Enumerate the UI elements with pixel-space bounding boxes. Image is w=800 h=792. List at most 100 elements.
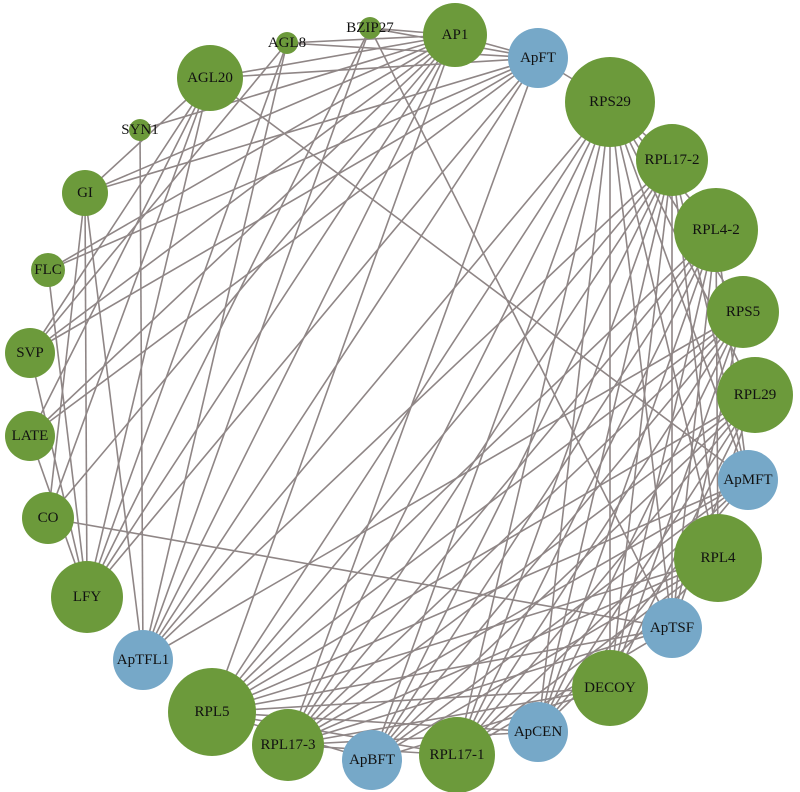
node-circle-ApCEN [508, 702, 568, 762]
edge-RPL29-RPL5 [211, 394, 756, 713]
node-label-DECOY: DECOY [584, 680, 636, 696]
node-circle-ApTSF [642, 598, 702, 658]
node-CO: CO [22, 492, 74, 544]
node-circle-SYN1 [129, 119, 151, 141]
node-label-RPL17-1: RPL17-1 [429, 747, 484, 763]
node-ApBFT: ApBFT [342, 730, 402, 790]
node-label-CO: CO [38, 510, 59, 526]
node-ApCEN: ApCEN [508, 702, 568, 762]
node-RPL4-2: RPL4-2 [674, 188, 758, 272]
edge-AGL8-ApTFL1 [142, 42, 288, 661]
node-label-RPL29: RPL29 [734, 387, 777, 403]
edge-RPL17-2-ApTFL1 [142, 159, 673, 661]
edge-RPS29-RPL4 [609, 101, 719, 559]
edge-RPL17-2-RPL17-3 [287, 159, 673, 746]
edge-RPS5-RPL5 [211, 311, 744, 713]
node-circle-DECOY [572, 650, 648, 726]
node-AGL8: AGL8 [268, 32, 306, 54]
node-circle-RPL29 [717, 357, 793, 433]
edge-ApMFT-ApBFT [371, 479, 749, 761]
node-label-ApFT: ApFT [520, 50, 556, 66]
edge-ApTSF-RPL5 [211, 627, 673, 713]
node-ApTSF: ApTSF [642, 598, 702, 658]
edge-ApTSF-RPL17-3 [287, 627, 673, 746]
edge-RPS29-RPL17-3 [287, 101, 611, 746]
node-label-RPL17-2: RPL17-2 [644, 152, 699, 168]
node-label-RPL5: RPL5 [194, 704, 229, 720]
node-ApFT: ApFT [508, 28, 568, 88]
node-AP1: AP1 [423, 3, 487, 67]
node-circle-AGL8 [276, 32, 298, 54]
node-circle-ApFT [508, 28, 568, 88]
edge-ApFT-GI [84, 57, 539, 194]
edge-AP1-FLC [47, 34, 456, 271]
edge-RPL4-RPL17-1 [456, 557, 719, 756]
node-label-AGL8: AGL8 [268, 35, 306, 51]
node-BZIP27: BZIP27 [346, 17, 394, 39]
node-ApMFT: ApMFT [718, 450, 778, 510]
edge-RPL17-2-ApCEN [537, 159, 673, 733]
node-label-RPS5: RPS5 [726, 304, 760, 320]
edge-DECOY-RPL5 [211, 687, 611, 713]
edge-AGL20-CO [47, 77, 211, 519]
node-label-SYN1: SYN1 [121, 122, 159, 138]
node-label-ApTFL1: ApTFL1 [117, 652, 170, 668]
edge-ApFT-AGL8 [286, 42, 539, 59]
node-circle-GI [62, 170, 108, 216]
edge-RPL29-RPL17-3 [287, 394, 756, 746]
node-label-ApMFT: ApMFT [723, 472, 772, 488]
node-circle-SVP [5, 328, 55, 378]
node-circle-RPS29 [565, 57, 655, 147]
edge-ApFT-FLC [47, 57, 539, 271]
node-circle-CO [22, 492, 74, 544]
node-label-ApCEN: ApCEN [514, 724, 563, 740]
node-circle-LFY [51, 561, 123, 633]
edge-AP1-AGL20 [209, 34, 456, 79]
node-LATE: LATE [5, 411, 55, 461]
edge-RPL4-ApBFT [371, 557, 719, 761]
node-ApTFL1: ApTFL1 [113, 630, 173, 690]
edge-RPS29-RPL17-1 [456, 101, 611, 756]
node-label-BZIP27: BZIP27 [346, 20, 394, 36]
edge-ApFT-ApTFL1 [142, 57, 539, 661]
edge-RPS5-RPL17-1 [456, 311, 744, 756]
node-RPL29: RPL29 [717, 357, 793, 433]
edge-BZIP27-ApTSF [369, 27, 673, 629]
node-label-SVP: SVP [16, 345, 44, 361]
node-label-RPL4: RPL4 [700, 550, 736, 566]
node-SYN1: SYN1 [121, 119, 159, 141]
edge-RPL4-2-ApCEN [537, 229, 717, 733]
edge-ApFT-LFY [86, 57, 539, 598]
node-circle-ApBFT [342, 730, 402, 790]
edge-RPL4-2-RPL5 [211, 229, 717, 713]
edge-SVP-LFY [29, 352, 88, 598]
node-RPL5: RPL5 [168, 668, 256, 756]
node-RPL17-1: RPL17-1 [419, 717, 495, 792]
edge-RPS5-ApCEN [537, 311, 744, 733]
node-GI: GI [62, 170, 108, 216]
node-circle-AP1 [423, 3, 487, 67]
node-label-LATE: LATE [12, 428, 49, 444]
edge-RPS29-ApBFT [371, 101, 611, 761]
node-label-LFY: LFY [73, 589, 102, 605]
edge-BZIP27-ApTFL1 [142, 27, 371, 661]
edge-RPS5-ApTFL1 [142, 311, 744, 661]
edge-FLC-LFY [47, 269, 88, 598]
node-label-AP1: AP1 [442, 27, 469, 43]
node-label-AGL20: AGL20 [187, 70, 233, 86]
node-label-FLC: FLC [34, 262, 62, 278]
node-RPL17-3: RPL17-3 [252, 709, 324, 781]
node-RPS29: RPS29 [565, 57, 655, 147]
edge-layer [29, 27, 756, 761]
edge-ApCEN-RPL17-3 [287, 731, 539, 746]
node-AGL20: AGL20 [177, 45, 243, 111]
node-circle-LATE [5, 411, 55, 461]
edge-ApMFT-RPL5 [211, 479, 749, 713]
node-label-ApTSF: ApTSF [650, 620, 694, 636]
edge-AGL20-SVP [29, 77, 211, 354]
edge-RPS5-DECOY [609, 311, 744, 689]
edge-GI-ApTFL1 [84, 192, 144, 661]
edge-BZIP27-LFY [86, 27, 371, 598]
node-label-RPL17-3: RPL17-3 [260, 737, 315, 753]
